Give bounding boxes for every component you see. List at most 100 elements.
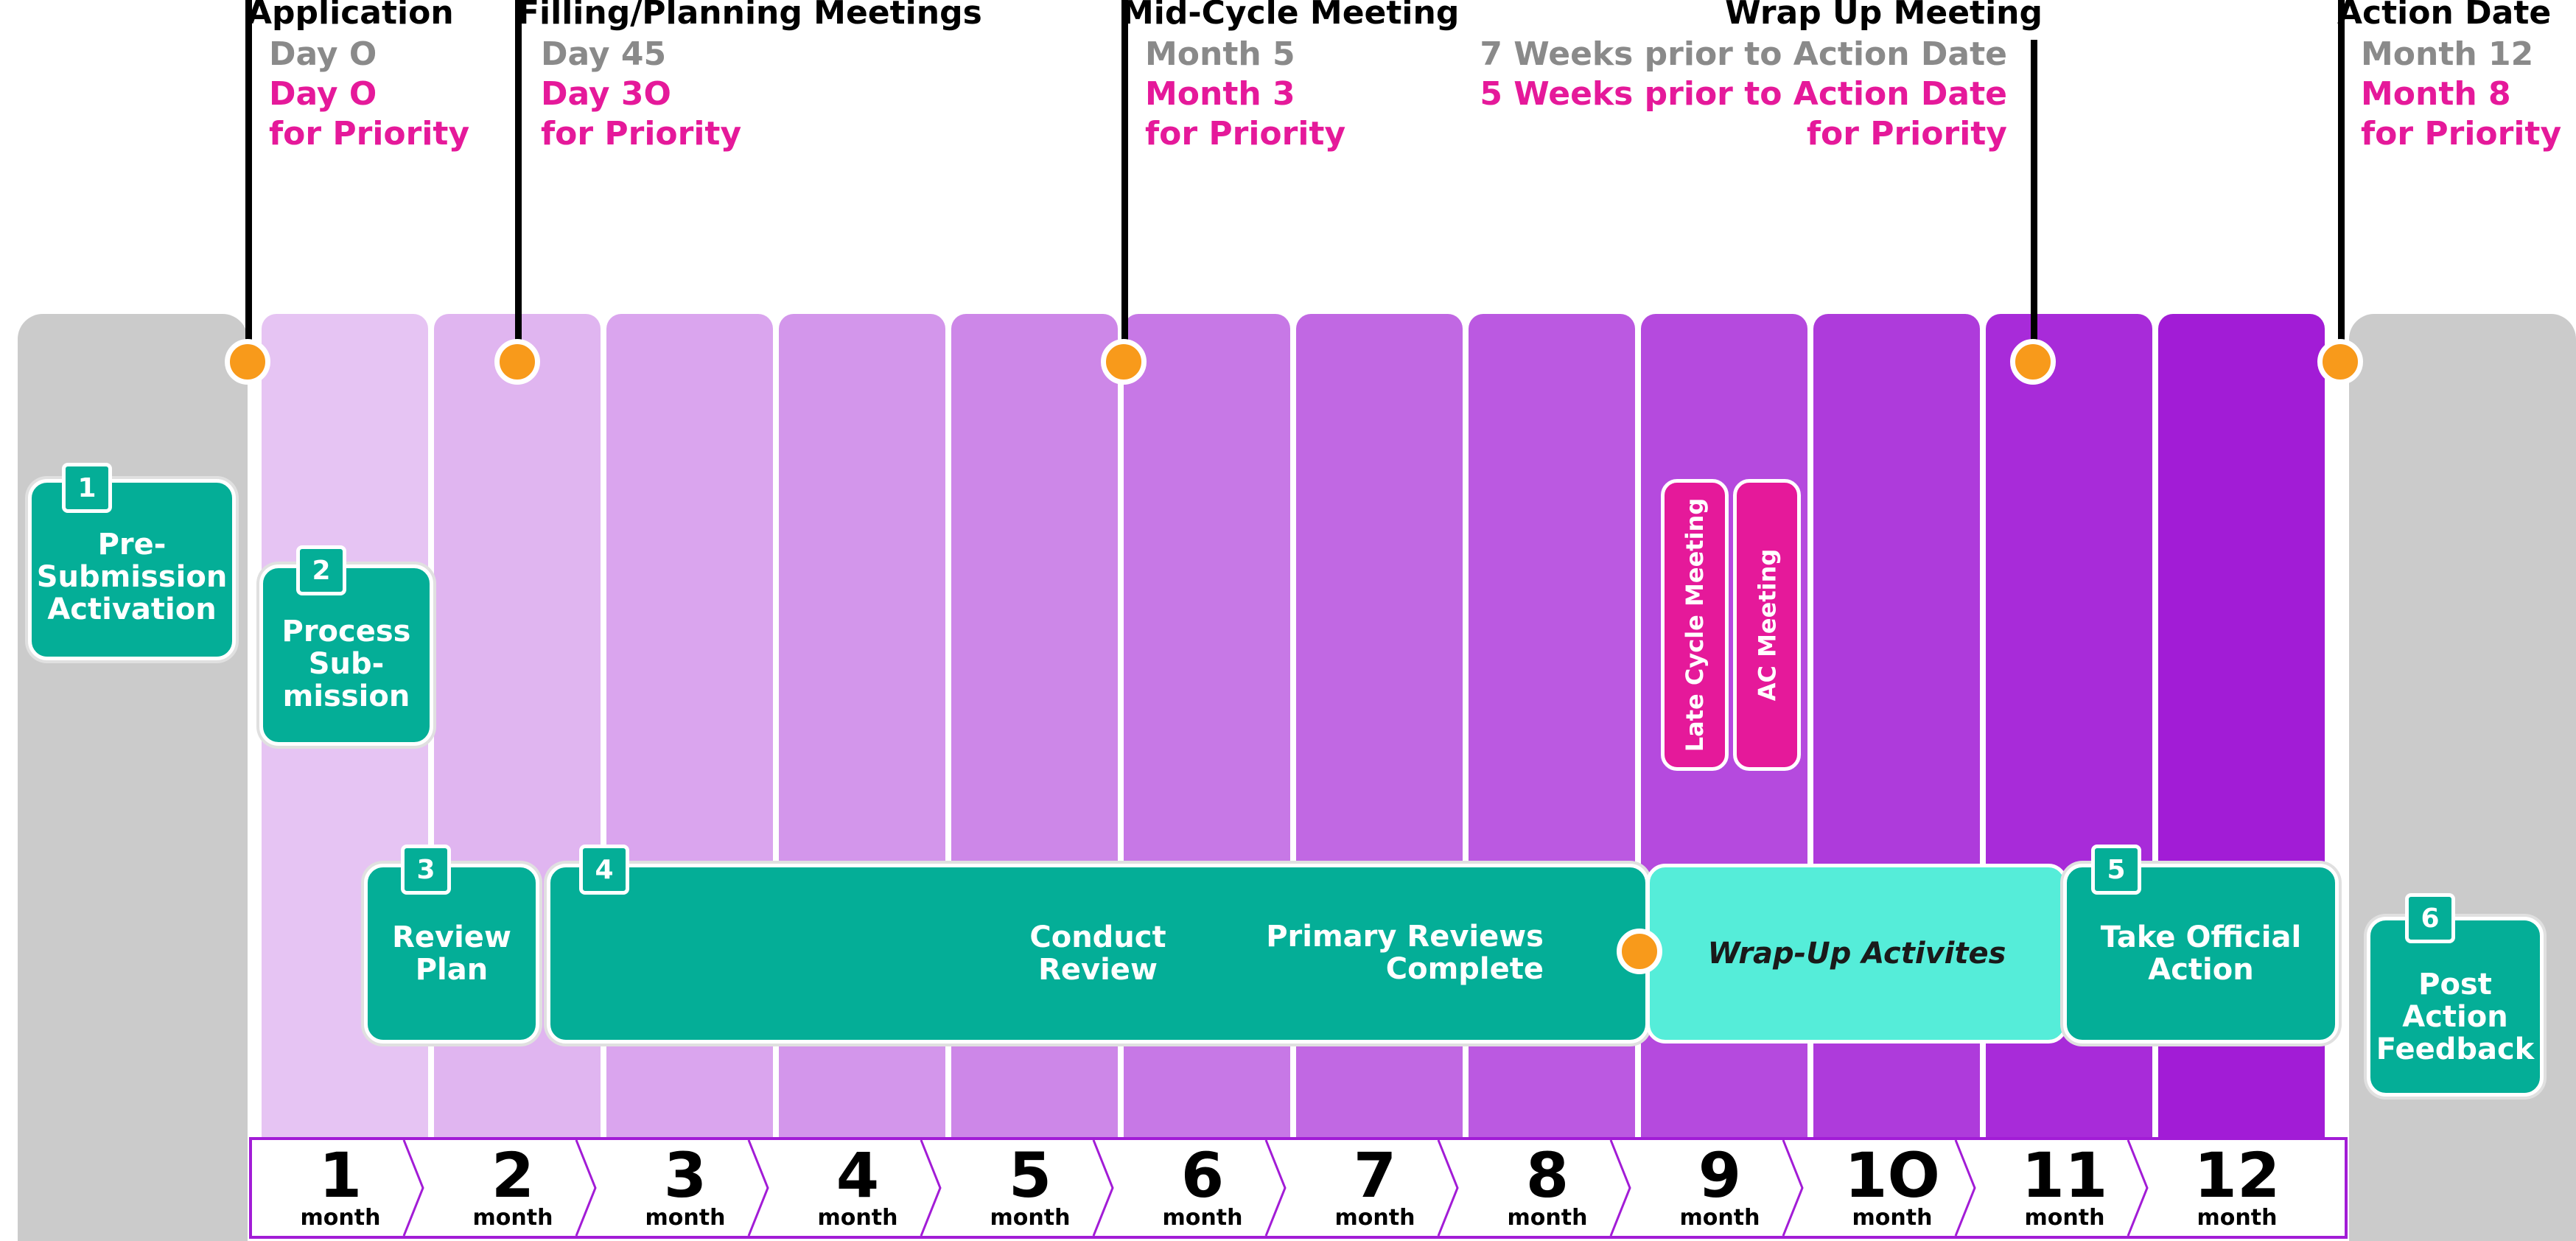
milestone-title: Wrap Up Meeting [1725, 0, 2043, 32]
month-chevron [1437, 1140, 1459, 1236]
month-unit-label: month [2197, 1205, 2278, 1231]
month-number: 3 [663, 1139, 707, 1212]
milestone-title: Filling/Planning Meetings [517, 0, 982, 32]
pre-submission-column [18, 314, 248, 1241]
step-label: Pre- Submission Activation [36, 528, 228, 626]
month-unit-label: month [817, 1205, 898, 1231]
milestone-priority: Day 3O [541, 75, 671, 113]
month-number: 4 [836, 1139, 880, 1212]
month-unit-label: month [1679, 1205, 1760, 1231]
step-review-plan[interactable]: Review Plan [364, 864, 539, 1044]
month-chevron [1782, 1140, 1804, 1236]
milestone-standard: 7 Weeks prior to Action Date [1480, 35, 2007, 73]
milestone-line-action [2338, 0, 2345, 346]
month-unit-label: month [472, 1205, 553, 1231]
milestone-priority: Month 8 [2361, 75, 2511, 113]
milestone-priority: Month 3 [1145, 75, 1295, 113]
step-number-badge: 5 [2091, 845, 2141, 895]
milestone-standard: Month 5 [1145, 35, 1295, 73]
milestone-standard: Day 45 [541, 35, 667, 73]
month-chevrons [402, 1140, 2149, 1236]
milestone-priority-suffix: for Priority [2361, 115, 2562, 153]
milestone-midcycle: Mid-Cycle Meeting Month 5 Month 3 for Pr… [1121, 0, 1459, 154]
meeting-label: Late Cycle Meeting [1681, 497, 1709, 752]
month-number: 2 [491, 1139, 535, 1212]
month-unit-label: month [1507, 1205, 1588, 1231]
step-conduct-review[interactable]: Conduct Review Primary Reviews Complete [547, 864, 1649, 1044]
milestone-action: Action Date Month 12 Month 8 for Priorit… [2337, 0, 2561, 154]
step-label: Conduct Review [1029, 920, 1166, 987]
wrap-up-label: Wrap-Up Activites [1707, 937, 2006, 971]
month-number: 5 [1008, 1139, 1052, 1212]
milestone-standard: Day O [269, 35, 377, 73]
month-unit-label: month [645, 1205, 726, 1231]
post-action-column [2349, 314, 2576, 1241]
step-post-action-feedback[interactable]: Post Action Feedback [2367, 917, 2544, 1097]
month-number: 8 [1525, 1139, 1569, 1212]
primary-reviews-complete: Primary Reviews Complete [1266, 920, 1544, 986]
ac-meeting[interactable]: AC Meeting [1733, 479, 1801, 771]
step-process-submission[interactable]: Process Sub- mission [259, 564, 433, 746]
step-number-badge: 1 [62, 463, 112, 513]
month-chevron [575, 1140, 597, 1236]
month-number: 6 [1180, 1139, 1225, 1212]
month-unit-label: month [1334, 1205, 1415, 1231]
month-chevron [747, 1140, 769, 1236]
month-chevron [2127, 1140, 2149, 1236]
month-chevron [1609, 1140, 1631, 1236]
month-number: 1O [1844, 1139, 1940, 1212]
step-label: Post Action Feedback [2376, 968, 2535, 1066]
month-chevron [920, 1140, 942, 1236]
milestone-title: Mid-Cycle Meeting [1121, 0, 1460, 32]
month-unit-label: month [2024, 1205, 2105, 1231]
milestone-line-application [245, 0, 252, 346]
step-label: Take Official Action [2100, 920, 2302, 987]
milestone-priority: Day O [269, 75, 377, 113]
step-number-badge: 4 [579, 845, 629, 895]
milestone-line-midcycle [1121, 0, 1128, 346]
month-chevron [1092, 1140, 1114, 1236]
meeting-label: AC Meeting [1753, 548, 1781, 702]
month-unit-label: month [300, 1205, 381, 1231]
milestone-title: Action Date [2337, 0, 2552, 32]
month-ruler [249, 1137, 2348, 1239]
month-number: 9 [1698, 1139, 1742, 1212]
milestone-filing: Filling/Planning Meetings Day 45 Day 3O … [517, 0, 982, 154]
step-number-badge: 2 [296, 545, 346, 595]
milestone-priority-suffix: for Priority [269, 115, 470, 153]
month-unit-label: month [1852, 1205, 1933, 1231]
wrap-up-activities[interactable]: Wrap-Up Activites [1646, 864, 2068, 1044]
milestone-wrapup: Wrap Up Meeting 7 Weeks prior to Action … [1480, 0, 2043, 154]
month-number: 7 [1353, 1139, 1397, 1212]
milestone-application: Application Day O Day O for Priority [247, 0, 469, 154]
primary-reviews-dot [1617, 929, 1662, 974]
milestone-priority-suffix: for Priority [1145, 115, 1346, 153]
milestone-line-wrapup [2031, 40, 2037, 346]
month-number: 11 [2021, 1139, 2108, 1212]
milestone-dot-application [225, 339, 270, 385]
month-number: 12 [2194, 1139, 2281, 1212]
step-pre-submission[interactable]: Pre- Submission Activation [28, 479, 236, 660]
step-number-badge: 6 [2405, 893, 2455, 943]
milestone-dot-midcycle [1101, 339, 1147, 385]
month-chevron [402, 1140, 424, 1236]
late-cycle-meeting[interactable]: Late Cycle Meeting [1661, 479, 1729, 771]
milestone-priority-suffix: for Priority [541, 115, 742, 153]
milestone-title: Application [247, 0, 454, 32]
milestone-standard: Month 12 [2361, 35, 2534, 73]
step-label: Review Plan [392, 920, 511, 987]
month-chevron [1264, 1140, 1287, 1236]
milestone-dot-wrapup [2010, 339, 2056, 385]
